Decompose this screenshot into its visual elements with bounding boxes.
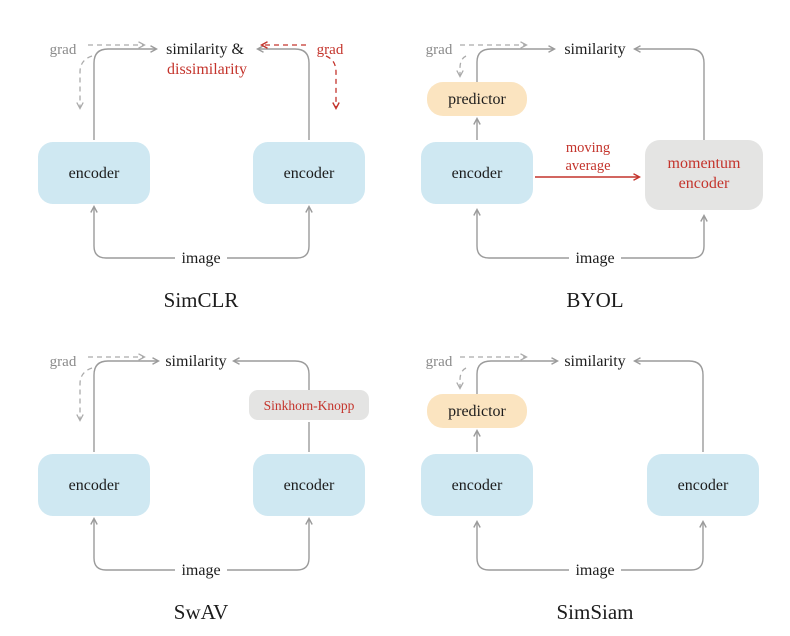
arrow-image-to-right-encoder — [227, 205, 313, 259]
grad-label: grad — [50, 354, 77, 370]
predictor-box — [427, 82, 527, 116]
panel-swav: encoder encoder Sinkhorn-Knopp similarit… — [38, 353, 369, 624]
predictor-box — [427, 394, 527, 428]
image-label: image — [575, 562, 614, 579]
sinkhorn-knopp-box — [249, 390, 369, 420]
panel-byol: encoder predictor momentum encoder simil… — [421, 41, 763, 312]
grad-dashed-arrow-right-down — [325, 55, 340, 110]
encoder-label-left: encoder — [69, 165, 120, 182]
arrow-image-to-right-encoder — [227, 517, 313, 571]
grad-dashed-arrow-left-down — [76, 55, 93, 110]
grad-dashed-arrow-down — [456, 55, 467, 78]
image-label: image — [575, 250, 614, 267]
loss-label: similarity — [564, 41, 625, 58]
panel-title-simsiam: SimSiam — [556, 600, 633, 624]
encoder-box-left — [38, 142, 150, 204]
grad-dashed-arrow-down — [456, 367, 467, 390]
arrow-momentum-to-loss — [633, 45, 705, 140]
encoder-box-right — [253, 454, 365, 516]
predictor-label: predictor — [448, 403, 506, 420]
encoder-box-right — [253, 142, 365, 204]
encoder-label-left: encoder — [69, 477, 120, 494]
moving-average-label-line2: average — [565, 158, 610, 174]
arrow-predictor-to-loss — [476, 357, 559, 394]
grad-label: grad — [426, 354, 453, 370]
grad-dashed-arrow-down — [76, 367, 93, 422]
arrow-image-to-encoder — [473, 208, 569, 259]
predictor-label: predictor — [448, 91, 506, 108]
grad-label-left: grad — [50, 42, 77, 58]
encoder-label-right: encoder — [284, 477, 335, 494]
encoder-box-left — [421, 454, 533, 516]
encoder-box-left — [38, 454, 150, 516]
encoder-label-right: encoder — [678, 477, 729, 494]
image-label: image — [181, 562, 220, 579]
momentum-encoder-label-line2: encoder — [679, 175, 730, 192]
encoder-label-right: encoder — [284, 165, 335, 182]
arrow-image-to-left-encoder — [90, 205, 175, 259]
grad-label: grad — [426, 42, 453, 58]
arrow-left-encoder-to-loss — [93, 357, 160, 452]
grad-label-right: grad — [317, 42, 344, 58]
loss-label-line1: similarity & — [166, 41, 244, 58]
arrow-left-encoder-to-loss — [93, 45, 158, 140]
loss-label: similarity — [165, 353, 226, 370]
encoder-box-right — [647, 454, 759, 516]
image-label: image — [181, 250, 220, 267]
arrow-right-encoder-to-loss — [256, 45, 310, 140]
arrow-image-to-momentum-encoder — [621, 214, 708, 259]
panel-title-swav: SwAV — [174, 600, 228, 624]
momentum-encoder-label-line1: momentum — [668, 155, 741, 172]
panel-simsiam: encoder encoder predictor similarity gra… — [421, 353, 759, 624]
arrow-image-to-left-encoder — [473, 520, 569, 571]
panel-simclr: encoder encoder similarity & dissimilari… — [38, 41, 365, 312]
loss-label: similarity — [564, 353, 625, 370]
arrow-predictor-to-loss — [476, 45, 556, 82]
loss-label-line2: dissimilarity — [167, 61, 247, 78]
sinkhorn-knopp-label: Sinkhorn-Knopp — [264, 398, 355, 413]
moving-average-label-line1: moving — [566, 140, 610, 156]
arrow-right-encoder-to-loss — [633, 357, 704, 452]
panel-title-simclr: SimCLR — [164, 288, 239, 312]
momentum-encoder-box — [645, 140, 763, 210]
encoder-box — [421, 142, 533, 204]
arrow-image-to-right-encoder — [621, 520, 707, 571]
encoder-label: encoder — [452, 165, 503, 182]
arrow-image-to-left-encoder — [90, 517, 175, 571]
arrow-sinkhorn-to-loss — [232, 357, 310, 390]
panel-title-byol: BYOL — [566, 288, 623, 312]
encoder-label-left: encoder — [452, 477, 503, 494]
